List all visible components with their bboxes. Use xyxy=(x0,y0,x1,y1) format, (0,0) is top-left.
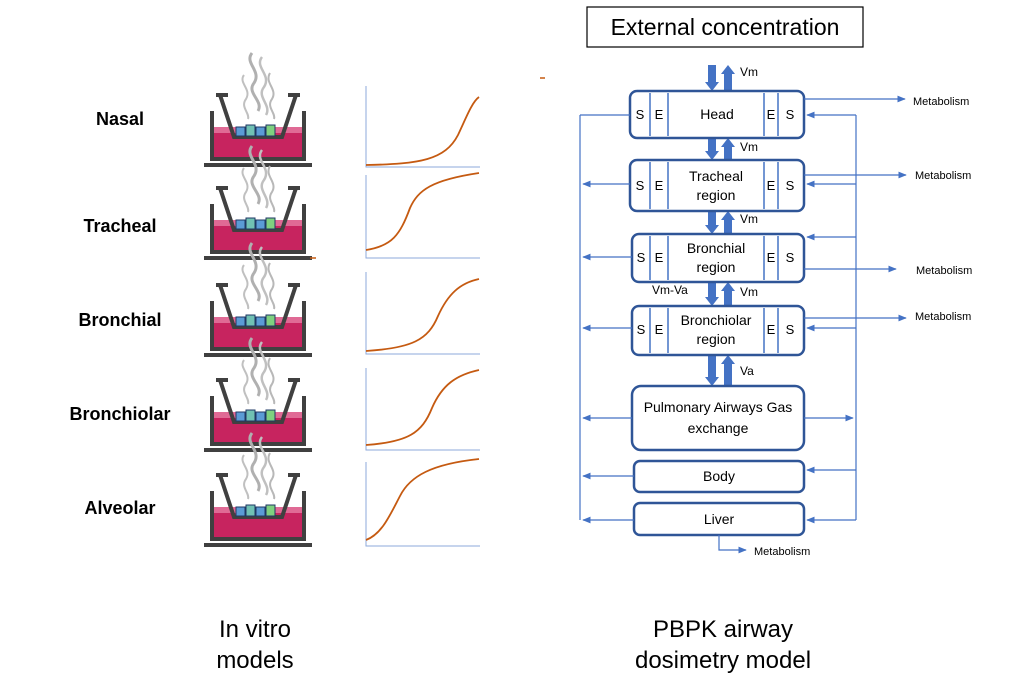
sub-label-e: E xyxy=(655,107,664,122)
sub-label-e: E xyxy=(767,178,776,193)
row-label-alveolar: Alveolar xyxy=(84,498,155,518)
sub-label-e: E xyxy=(767,250,776,265)
flow-label-bronchial-bronchiolar: Vm xyxy=(740,285,758,299)
sub-label-e: E xyxy=(767,322,776,337)
compartment-body: Body xyxy=(632,459,806,494)
sub-label-e: E xyxy=(655,178,664,193)
external-concentration-box xyxy=(586,6,864,48)
pbpk-caption-line2: dosimetry model xyxy=(635,647,811,674)
in-vitro-caption-line2: models xyxy=(216,647,293,674)
well-insert-icon xyxy=(202,51,314,167)
response-curve-plot xyxy=(365,368,480,451)
response-curve-plot xyxy=(365,172,480,259)
sub-label-s: S xyxy=(786,178,795,193)
row-label-tracheal: Tracheal xyxy=(83,216,156,236)
response-curve-plot xyxy=(365,458,480,547)
compartment-name: Head xyxy=(700,106,733,122)
compartment-tracheal: S E Tracheal region E S xyxy=(628,158,806,213)
compartment-bronchiolar: S E Bronchiolar region E S xyxy=(630,304,806,357)
metabolism-label: Metabolism xyxy=(754,546,810,558)
flow-label-tracheal-bronchial: Vm xyxy=(740,212,758,226)
sub-label-s: S xyxy=(786,250,795,265)
compartment-name: Body xyxy=(703,468,735,484)
metabolism-arrows xyxy=(718,95,907,554)
flow-label-va: Va xyxy=(740,364,754,378)
response-curve-plot xyxy=(365,86,480,168)
sub-label-e: E xyxy=(767,107,776,122)
compartment-pulmonary: Pulmonary Airways Gas exchange xyxy=(630,384,806,452)
metabolism-label: Metabolism xyxy=(916,265,972,277)
sub-label-e: E xyxy=(655,250,664,265)
external-concentration-label: External concentration xyxy=(611,14,840,40)
in-vitro-caption-line1: In vitro xyxy=(219,616,291,643)
row-label-bronchial: Bronchial xyxy=(78,310,161,330)
compartment-name: Bronchiolar region xyxy=(680,312,752,347)
row-label-bronchiolar: Bronchiolar xyxy=(69,404,170,424)
sub-label-s: S xyxy=(786,107,795,122)
well-insert-icon xyxy=(202,144,314,260)
response-curve-plot xyxy=(365,272,480,355)
metabolism-label: Metabolism xyxy=(913,96,969,108)
sub-label-s: S xyxy=(637,322,646,337)
compartment-name: Tracheal region xyxy=(689,168,743,203)
flow-arrows xyxy=(705,65,735,386)
pbpk-caption-line1: PBPK airway xyxy=(653,616,793,643)
sub-label-e: E xyxy=(655,322,664,337)
in-vitro-panel: Nasal Tracheal Bronchial Bronchiolar Alv… xyxy=(69,51,545,674)
compartment-name: Bronchial region xyxy=(686,240,746,275)
sub-label-s: S xyxy=(637,250,646,265)
compartment-name: Liver xyxy=(704,511,735,527)
compartment-name: Pulmonary Airways Gas exchange xyxy=(643,399,793,436)
metabolism-label: Metabolism xyxy=(915,170,971,182)
sub-label-s: S xyxy=(636,178,645,193)
metabolism-label: Metabolism xyxy=(915,311,971,323)
pbpk-panel: External concentration Vm Vm Vm Vm Vm-Va… xyxy=(579,6,972,674)
left-circulation-lines xyxy=(579,114,634,524)
compartment-bronchial: S E Bronchial region E S xyxy=(630,232,806,284)
flow-label-head-tracheal: Vm xyxy=(740,140,758,154)
flow-label-vm-va: Vm-Va xyxy=(652,283,688,297)
row-label-nasal: Nasal xyxy=(96,109,144,129)
compartment-head: S E Head E S xyxy=(628,89,806,140)
compartment-liver: Liver xyxy=(632,501,806,537)
sub-label-s: S xyxy=(636,107,645,122)
sub-label-s: S xyxy=(786,322,795,337)
flow-label-ext-head: Vm xyxy=(740,65,758,79)
